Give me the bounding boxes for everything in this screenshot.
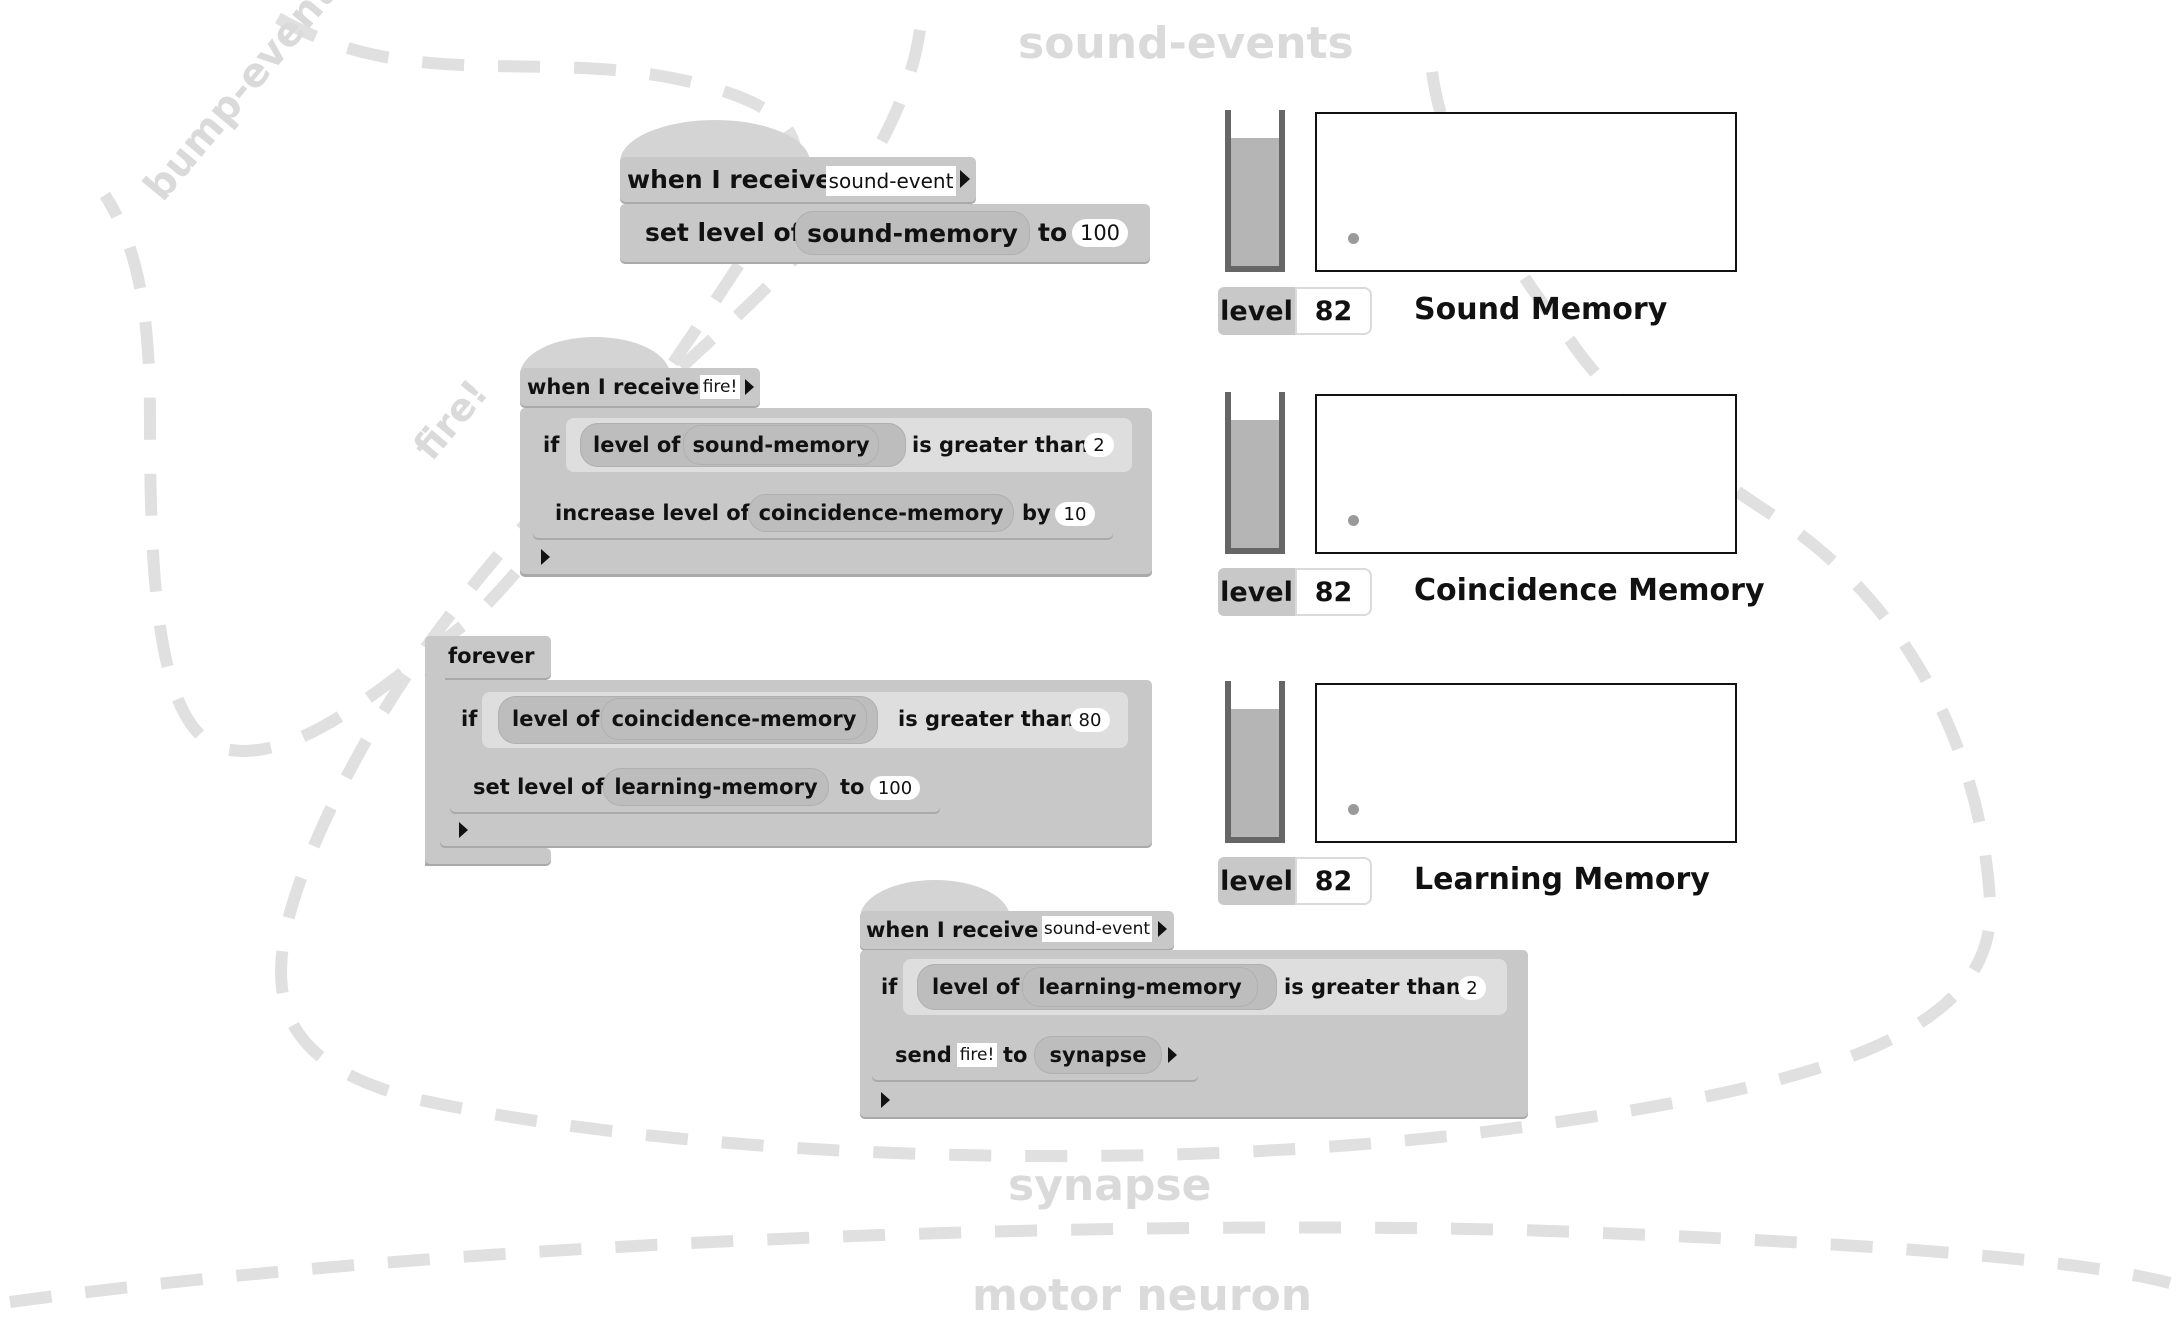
- level-meter: [1225, 110, 1285, 272]
- hat-label: when I receive: [627, 165, 833, 194]
- region-label-sound-events: sound-events: [1018, 18, 1354, 69]
- hat-label: when I receive: [866, 918, 1039, 942]
- level-fill: [1231, 709, 1279, 837]
- dropdown-arrow-icon[interactable]: [1158, 921, 1167, 937]
- level-fill: [1231, 420, 1279, 548]
- expand-arrow-icon[interactable]: [881, 1092, 890, 1108]
- dropdown-arrow-icon[interactable]: [1168, 1047, 1177, 1063]
- message-dropdown[interactable]: sound-event: [1042, 916, 1152, 942]
- memory-reporter[interactable]: coincidence-memory: [748, 494, 1014, 532]
- hat-label: when I receive: [527, 375, 700, 399]
- plot-point: [1348, 515, 1359, 526]
- forever-label: forever: [448, 644, 535, 668]
- send-label: send: [895, 1043, 952, 1067]
- level-label: level: [1218, 857, 1295, 905]
- level-plot: [1315, 683, 1737, 843]
- level-meter: [1225, 681, 1285, 843]
- to-label: to: [840, 775, 865, 799]
- value-input[interactable]: 100: [1072, 219, 1128, 247]
- level-of-label: level of: [932, 975, 1020, 999]
- level-of-label: level of: [593, 433, 681, 457]
- send-message-dropdown[interactable]: fire!: [957, 1043, 997, 1067]
- if-label: if: [461, 707, 478, 731]
- dropdown-arrow-icon[interactable]: [960, 170, 970, 188]
- plot-point: [1348, 233, 1359, 244]
- plot-point: [1348, 804, 1359, 815]
- compare-label: is greater than: [898, 707, 1075, 731]
- to-label: to: [1038, 218, 1068, 247]
- if-block-footer: [860, 1083, 1528, 1117]
- memory-title: Coincidence Memory: [1414, 573, 1765, 608]
- memory-title: Learning Memory: [1414, 862, 1710, 897]
- level-plot: [1315, 394, 1737, 554]
- level-label: level: [1218, 287, 1295, 335]
- message-dropdown[interactable]: sound-event: [826, 166, 956, 196]
- level-value: 82: [1295, 568, 1372, 616]
- target-reporter[interactable]: synapse: [1034, 1036, 1162, 1074]
- level-value: 82: [1295, 287, 1372, 335]
- dropdown-arrow-icon[interactable]: [745, 379, 754, 395]
- motor-neuron-boundary: [9, 1221, 2172, 1308]
- if-label: if: [881, 975, 898, 999]
- if-label: if: [543, 433, 560, 457]
- level-label: level: [1218, 568, 1295, 616]
- level-fill: [1231, 138, 1279, 266]
- threshold-input[interactable]: 2: [1084, 433, 1114, 457]
- memory-reporter[interactable]: sound-memory: [683, 425, 879, 465]
- memory-title: Sound Memory: [1414, 292, 1668, 327]
- level-of-label: level of: [512, 707, 600, 731]
- region-label-motor-neuron: motor neuron: [972, 1270, 1313, 1321]
- memory-reporter[interactable]: learning-memory: [603, 768, 829, 806]
- by-label: by: [1022, 501, 1051, 525]
- level-meter: [1225, 392, 1285, 554]
- threshold-input[interactable]: 80: [1070, 708, 1110, 732]
- expand-arrow-icon[interactable]: [541, 549, 550, 565]
- compare-label: is greater than: [912, 433, 1089, 457]
- increase-label: increase level of: [555, 501, 750, 525]
- level-plot: [1315, 112, 1737, 272]
- to-label: to: [1003, 1043, 1028, 1067]
- region-label-synapse: synapse: [1008, 1160, 1212, 1211]
- memory-reporter[interactable]: coincidence-memory: [601, 698, 867, 740]
- value-input[interactable]: 100: [870, 776, 920, 800]
- memory-reporter[interactable]: sound-memory: [795, 211, 1030, 255]
- memory-reporter[interactable]: learning-memory: [1022, 967, 1258, 1007]
- expand-arrow-icon[interactable]: [459, 822, 468, 838]
- forever-block[interactable]: [425, 636, 551, 678]
- bump-events-boundary: [99, 12, 802, 757]
- level-value: 82: [1295, 857, 1372, 905]
- if-block-footer: [440, 814, 1152, 846]
- compare-label: is greater than: [1284, 975, 1461, 999]
- forever-footer: [425, 848, 551, 864]
- amount-input[interactable]: 10: [1055, 502, 1095, 526]
- if-block-footer: [520, 540, 1152, 574]
- set-level-label: set level of: [473, 775, 605, 799]
- message-dropdown[interactable]: fire!: [700, 375, 740, 399]
- set-level-label: set level of: [645, 218, 802, 247]
- threshold-input[interactable]: 2: [1458, 976, 1486, 1000]
